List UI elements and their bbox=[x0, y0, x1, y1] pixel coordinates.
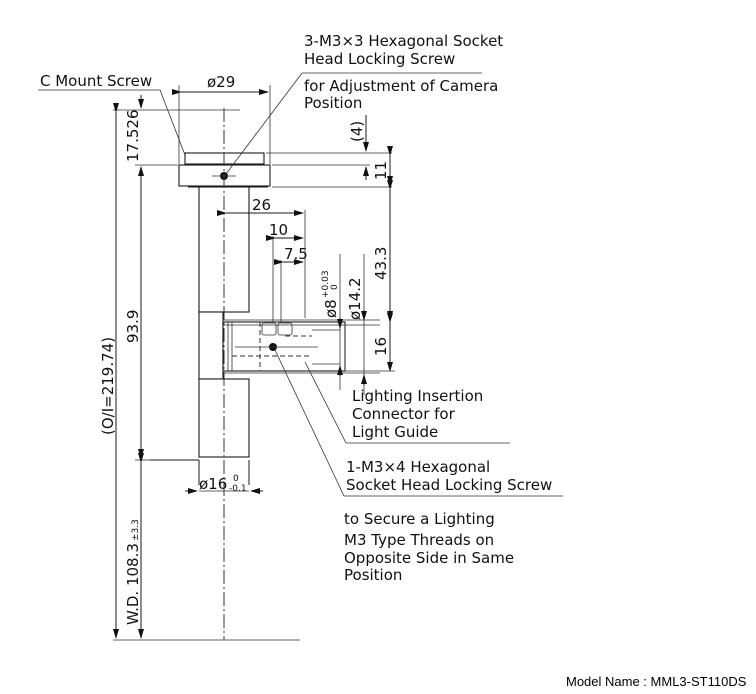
dim-working-distance: W.D. 108.3 bbox=[124, 543, 142, 625]
dim-top-gap: (4) bbox=[348, 121, 366, 142]
dim-port-26: 26 bbox=[252, 196, 271, 214]
lighting-connector-label-2: Connector for bbox=[352, 405, 456, 423]
c-mount-label: C Mount Screw bbox=[40, 72, 152, 90]
model-name: Model Name : MML3-ST110DS bbox=[566, 674, 747, 689]
lock-screw-label-5: Opposite Side in Same bbox=[344, 549, 514, 567]
dim-port-bore: ø8 bbox=[322, 299, 340, 318]
dim-tip-diameter: ø16 bbox=[199, 475, 227, 493]
dimension-lines bbox=[113, 85, 395, 641]
dim-top-diameter: ø29 bbox=[207, 73, 235, 91]
dim-port-10: 10 bbox=[269, 221, 288, 239]
adjust-screw-label-3: for Adjustment of Camera bbox=[304, 77, 498, 95]
dim-port-block-height: 16 bbox=[372, 337, 390, 356]
dim-working-distance-tol: ±3.3 bbox=[131, 519, 141, 541]
dim-port-bore-tol-lower: 0 bbox=[330, 284, 340, 290]
dim-tip-tol-upper: 0 bbox=[233, 474, 239, 484]
adjust-screw-label-1: 3-M3×3 Hexagonal Socket bbox=[304, 32, 503, 50]
lighting-connector-label-1: Lighting Insertion bbox=[352, 387, 483, 405]
middle-barrel bbox=[198, 311, 224, 380]
dim-port-bore-tol-upper: +0.03 bbox=[321, 270, 331, 298]
dim-flange-offset: 17.526 bbox=[124, 110, 142, 163]
lock-screw-label-4: M3 Type Threads on bbox=[344, 531, 494, 549]
lighting-connector-label-3: Light Guide bbox=[352, 423, 438, 441]
lock-screw-label-3: to Secure a Lighting bbox=[344, 510, 495, 528]
adjust-screw-label-2: Head Locking Screw bbox=[304, 50, 455, 68]
lock-screw-label-6: Position bbox=[344, 566, 402, 584]
dim-body-length: 93.9 bbox=[124, 310, 142, 343]
lens-body bbox=[150, 152, 380, 485]
adjust-screw-label-4: Position bbox=[304, 94, 362, 112]
dim-tip-tol-lower: -0.1 bbox=[229, 484, 247, 494]
dim-overall-length: (O/I=219.74) bbox=[99, 337, 117, 435]
leader-lines bbox=[38, 72, 563, 497]
dim-port-height: 43.3 bbox=[372, 247, 390, 280]
dim-port-outer: ø14.2 bbox=[346, 277, 364, 320]
dim-port-7-5: 7.5 bbox=[284, 245, 308, 263]
lock-screw-label-2: Socket Head Locking Screw bbox=[346, 476, 552, 494]
dim-flange-height: 11 bbox=[372, 161, 390, 180]
lock-screw-label-1: 1-M3×4 Hexagonal bbox=[346, 458, 490, 476]
